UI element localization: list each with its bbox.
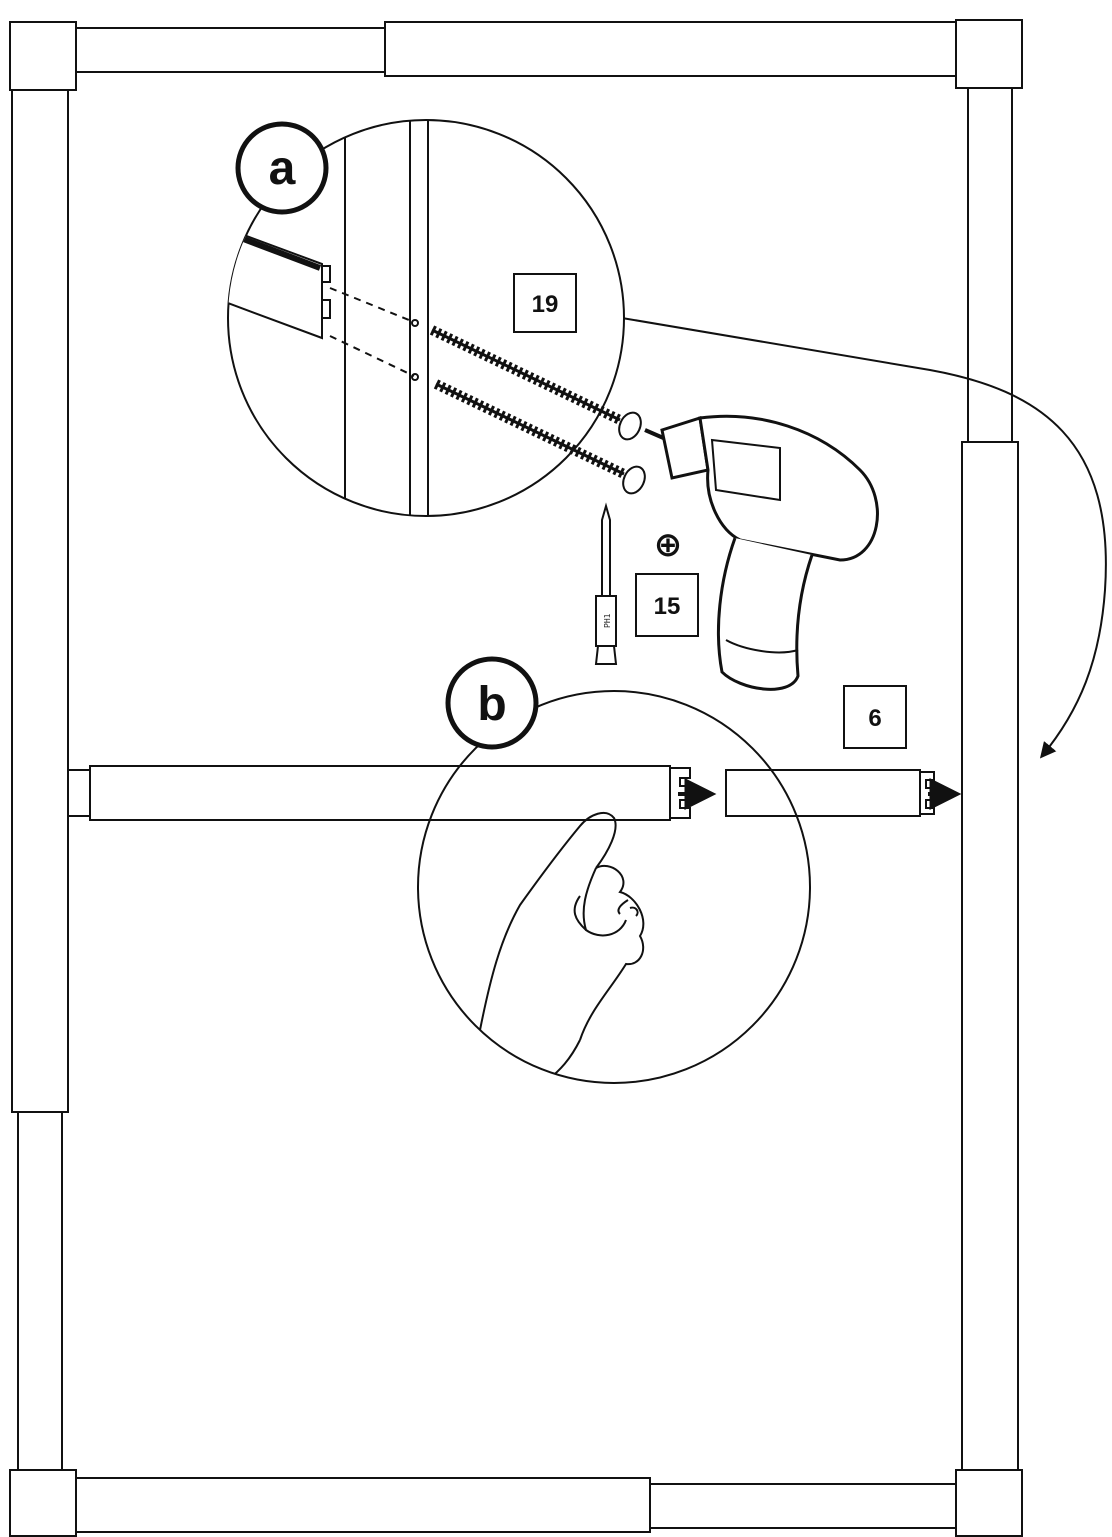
- part-count-label: 6: [868, 705, 881, 732]
- left-post-lower: [17, 1111, 63, 1473]
- step-b-badge: [445, 656, 539, 750]
- screw-icon: [429, 325, 642, 441]
- rail-short: [725, 769, 921, 817]
- corner-top-right: [955, 19, 1023, 89]
- left-post-upper: [11, 89, 69, 1113]
- step-a-label: a: [269, 142, 296, 195]
- top-rail-right: [384, 21, 959, 77]
- screw-count-box: 19: [513, 273, 577, 333]
- bottom-rail-right: [649, 1483, 959, 1529]
- detail-b-circle: [417, 690, 811, 1084]
- frame: [9, 19, 1023, 1537]
- right-post-lower: [961, 441, 1019, 1473]
- screwdriver-bit-icon: PH1: [594, 502, 618, 665]
- corner-top-left: [9, 21, 77, 91]
- bit-count-box: 15: [635, 573, 699, 637]
- part-count-box: 6: [843, 685, 907, 749]
- rail-connector: [67, 769, 91, 817]
- rail-long: [89, 765, 671, 821]
- corner-bottom-right: [955, 1469, 1023, 1537]
- detail-a-circle: [227, 119, 625, 517]
- detail-b: b: [417, 656, 811, 1084]
- drive-symbol-group: ⊕: [654, 526, 683, 564]
- screw-icon-2: [433, 379, 646, 495]
- step-a-badge: [235, 121, 329, 215]
- drill-icon: [644, 414, 879, 691]
- step-b-label: b: [477, 678, 506, 731]
- screw-count-label: 19: [532, 291, 559, 318]
- bit-count-label: 15: [654, 593, 681, 620]
- corner-bottom-left: [9, 1469, 77, 1537]
- curved-arrow-icon: [621, 317, 1107, 759]
- bottom-rail-left: [74, 1477, 651, 1533]
- drive-symbol: ⊕: [654, 526, 683, 564]
- right-post-upper: [967, 87, 1013, 443]
- bit-tip-label: PH1: [603, 613, 612, 628]
- middle-rail: [67, 765, 935, 821]
- top-rail-left: [74, 27, 386, 73]
- hand-icon: [467, 811, 645, 1081]
- detail-a: a: [227, 119, 646, 517]
